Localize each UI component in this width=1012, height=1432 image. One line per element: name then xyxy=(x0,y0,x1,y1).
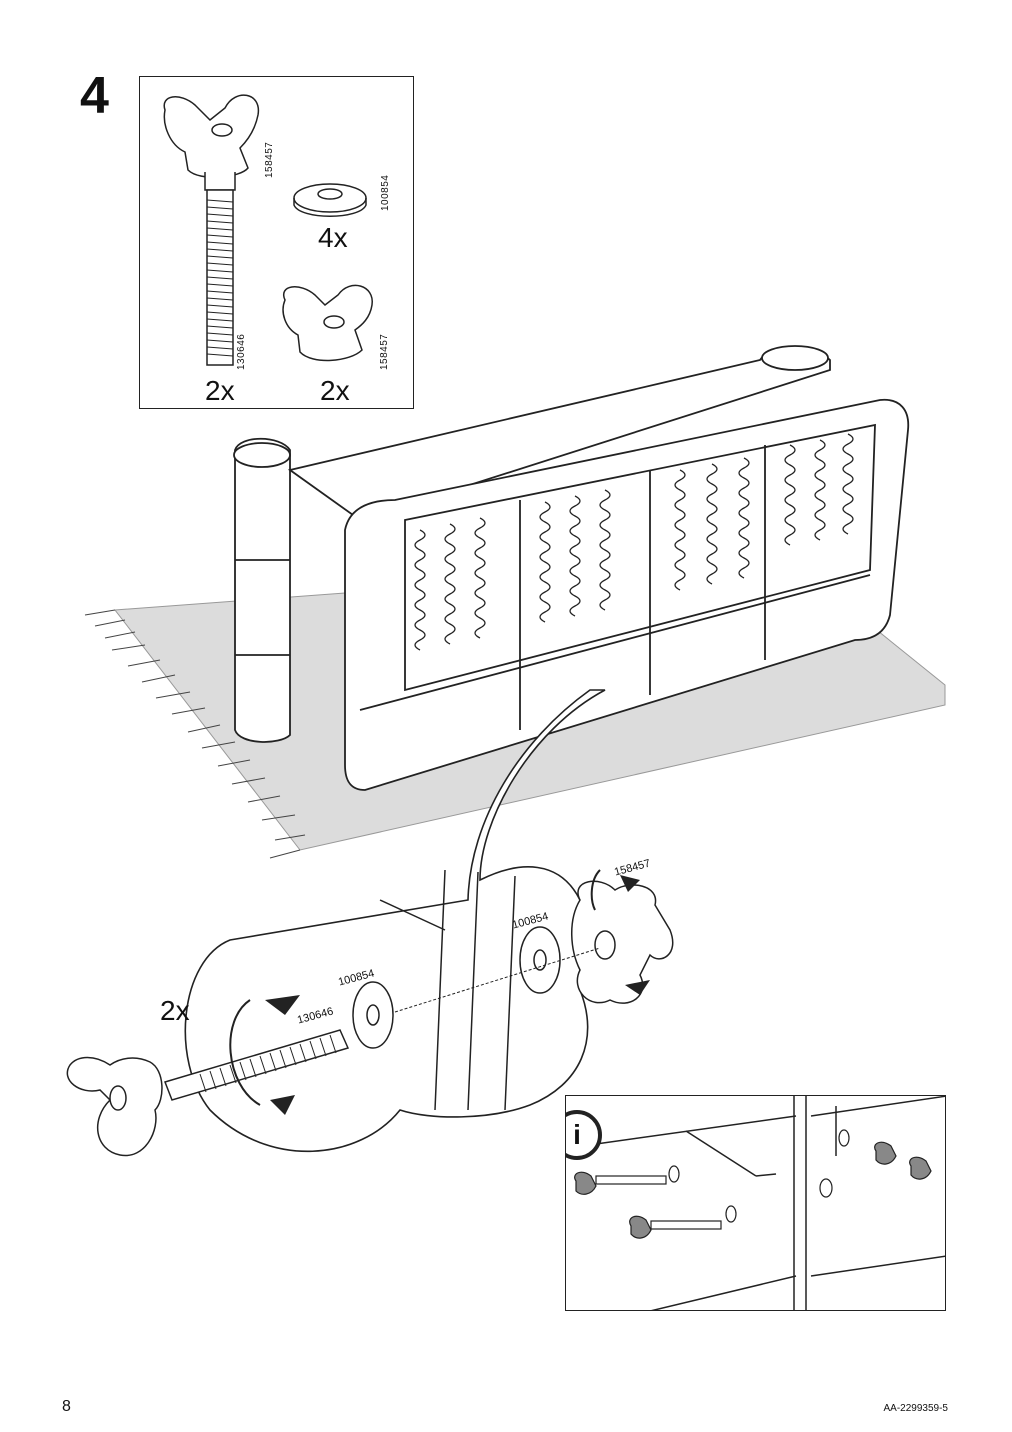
washer-icon xyxy=(293,183,367,217)
part-code-threaded-rod: 130646 xyxy=(236,333,247,370)
part-code-washer: 100854 xyxy=(380,174,391,211)
assembly-line xyxy=(394,947,601,1013)
detail-repeat: 2x xyxy=(160,995,190,1026)
page-number: 8 xyxy=(62,1398,71,1415)
wing-nut-quantity: 2x xyxy=(320,375,350,406)
washer-quantity: 4x xyxy=(318,222,348,253)
step-number: 4 xyxy=(80,67,109,125)
springs xyxy=(414,433,854,651)
part-code-wing-nut: 158457 xyxy=(379,333,390,370)
wing-nut-icon xyxy=(282,284,373,362)
part-code-wing-bolt: 158457 xyxy=(264,141,275,178)
parts-box xyxy=(139,76,414,409)
info-icon: i xyxy=(566,1110,602,1160)
sofa-frame xyxy=(233,345,910,791)
detail-washer-right-icon xyxy=(519,926,561,994)
rod-quantity: 2x xyxy=(205,375,235,406)
rotate-arc xyxy=(229,869,601,1106)
detail-frame xyxy=(379,869,516,1111)
detail-callout xyxy=(184,689,606,1153)
detail-wing-bolt-icon xyxy=(66,1056,163,1157)
info-illustration xyxy=(574,1096,945,1310)
document-code: AA-2299359-5 xyxy=(883,1403,949,1414)
rotate-arrow-icon xyxy=(265,875,650,1115)
bolt-threads xyxy=(206,199,234,357)
detail-rod-icon xyxy=(164,1029,350,1101)
detail-rod-threads xyxy=(199,1034,337,1093)
info-box: i xyxy=(565,1095,946,1311)
wing-bolt-icon xyxy=(163,94,260,366)
detail-wing-nut-icon xyxy=(571,880,674,1004)
detail-washer-left-icon xyxy=(352,981,394,1049)
